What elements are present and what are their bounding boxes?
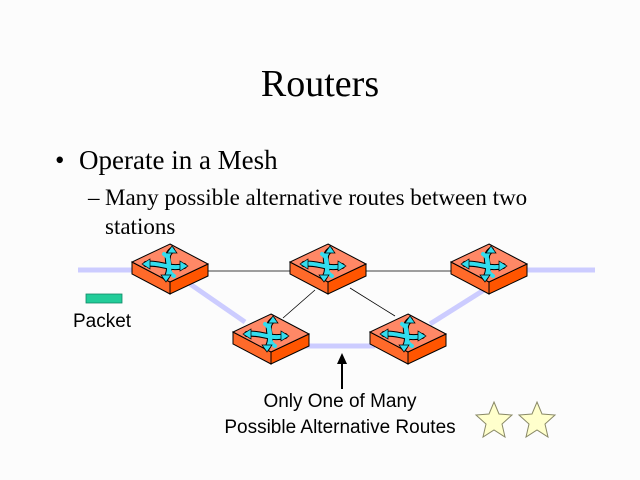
packet-label: Packet bbox=[73, 311, 132, 332]
bullet-text: Operate in a Mesh bbox=[79, 145, 278, 175]
link-r2-r5 bbox=[349, 287, 396, 317]
router-3-icon bbox=[451, 244, 527, 294]
route-label-line1: Only One of Many bbox=[263, 391, 417, 412]
link-r2-r4 bbox=[282, 289, 316, 319]
sub-bullet-dash: – bbox=[88, 185, 100, 210]
router-2-icon bbox=[290, 244, 366, 294]
bullet-dot: • bbox=[55, 145, 65, 175]
mesh-links bbox=[206, 270, 452, 319]
star-icon bbox=[475, 401, 513, 438]
bullet-item: • Operate in a Mesh bbox=[55, 145, 278, 176]
star-icon bbox=[518, 401, 556, 438]
link-r1-r4 bbox=[188, 281, 247, 325]
route-label: Only One of Many Possible Alternative Ro… bbox=[200, 389, 480, 441]
slide-title: Routers bbox=[260, 63, 380, 105]
route-label-line2: Possible Alternative Routes bbox=[224, 417, 456, 438]
sub-bullet-text: Many possible alternative routes between… bbox=[105, 185, 528, 239]
arrow-up-icon bbox=[337, 353, 347, 389]
sub-bullet-item: – Many possible alternative routes betwe… bbox=[88, 183, 588, 241]
link-r5-r3 bbox=[428, 287, 486, 327]
packet-icon bbox=[85, 293, 123, 304]
